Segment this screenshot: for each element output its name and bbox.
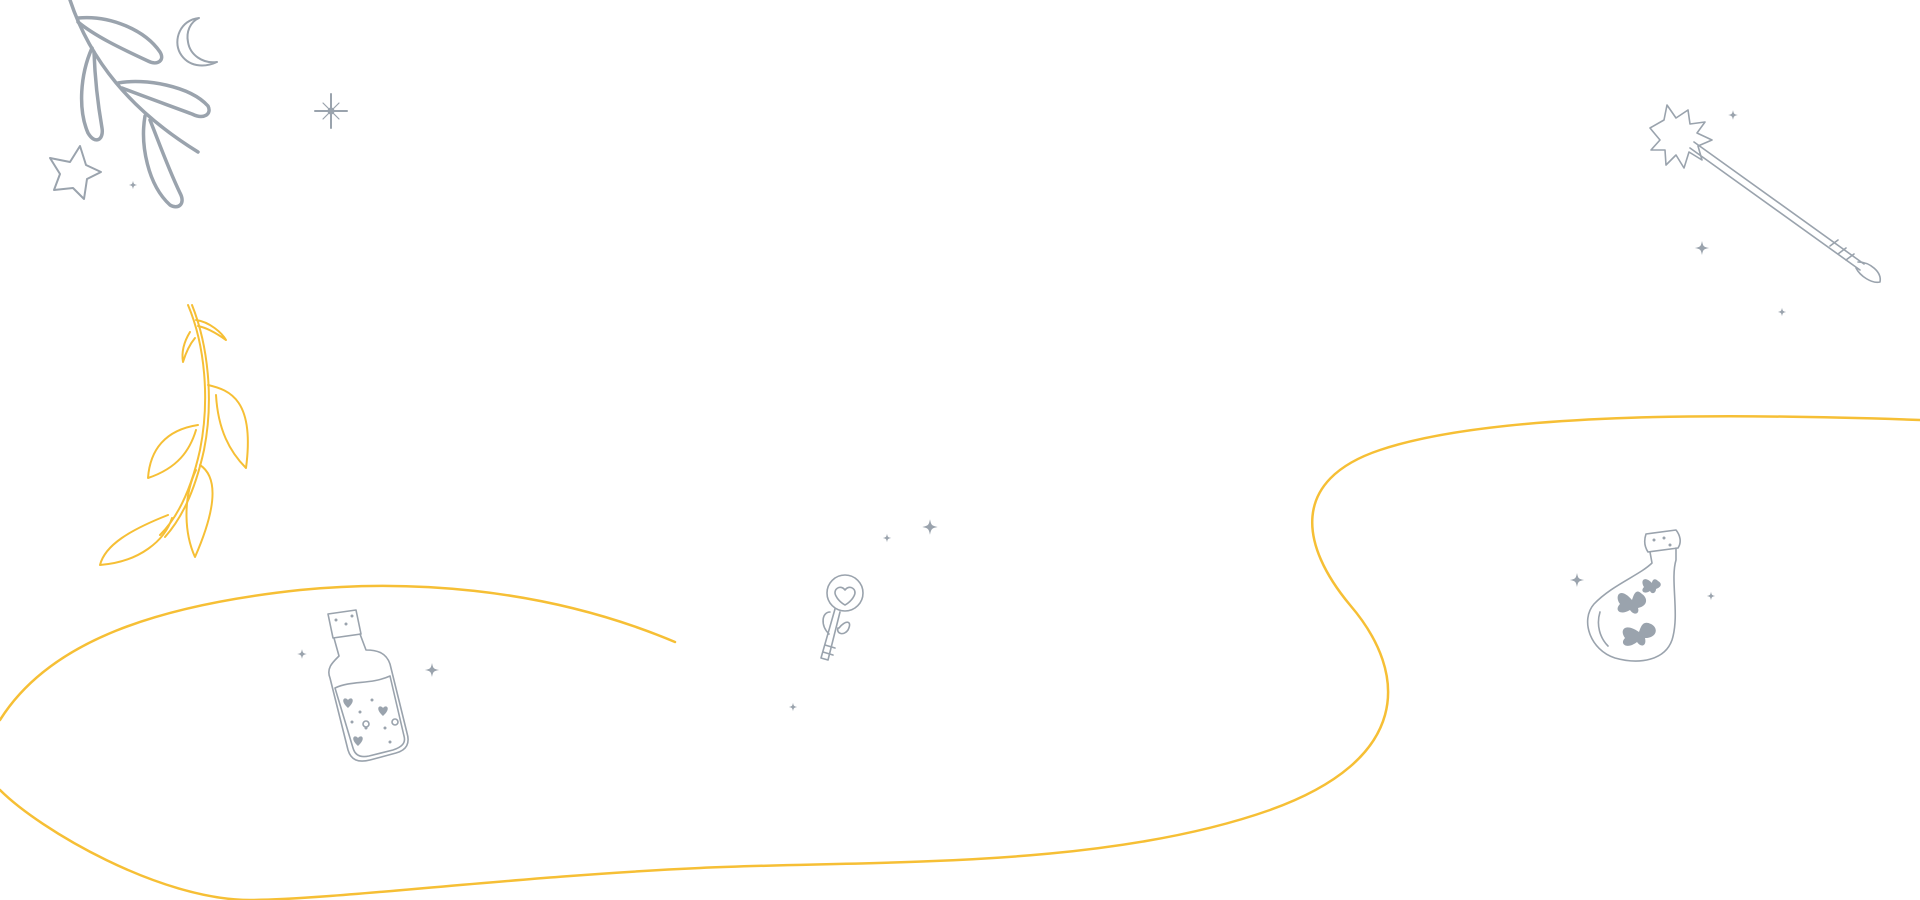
crescent-moon-icon xyxy=(176,17,218,67)
leaf-branch-icon xyxy=(68,0,211,209)
golden-sprig-icon xyxy=(99,304,249,566)
butterfly-jar-icon xyxy=(1586,529,1681,662)
star-icon xyxy=(49,145,102,200)
flowing-curve xyxy=(0,414,1920,900)
flowing-curve-right xyxy=(0,414,1920,900)
potion-bottle-icon xyxy=(327,609,409,762)
flowing-curve-left xyxy=(0,584,677,722)
heart-key-icon xyxy=(820,574,864,661)
sparkle-icon xyxy=(128,110,1787,712)
magic-wand-icon xyxy=(1649,104,1881,284)
sparkle-icon xyxy=(314,93,348,129)
